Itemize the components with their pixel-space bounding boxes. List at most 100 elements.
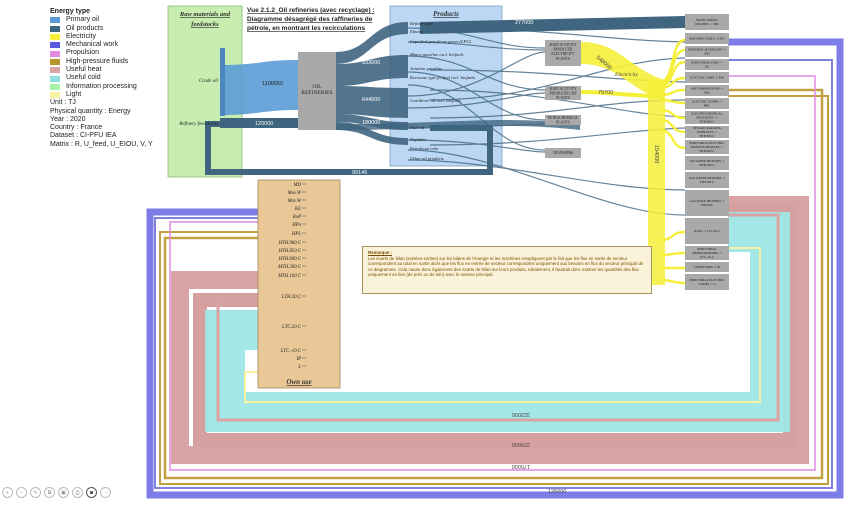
blue-outer-loop [146,38,844,499]
crude-oil-label: Crude oil [199,79,219,84]
end-use-node [685,98,729,109]
legend-swatch [50,83,60,90]
legend-meta-line: Unit : TJ [50,99,76,107]
legend-title: Energy type [50,8,91,15]
magenta-loop [169,75,816,471]
own-use-column: MDMov.WMov.WKERoPHPaHPLHTH.960.CHTH.850.… [277,183,306,370]
end-use-label: LAMPS -> L [698,282,715,286]
end-use-label: REFRIGERATORS -> [692,251,721,255]
end-use-label: GAS WATER HEATERS -> [689,176,725,180]
product-label: Kerosene type jet fuel excl. biofuels [409,75,475,80]
legend-swatch [50,34,60,41]
middle-node-label: MAIN ACTIVITY [549,87,577,91]
refinery-output-a [336,55,408,86]
own-use-label: RoP [292,215,301,220]
legend-meta-line: Physical quantity : Energy [50,107,131,115]
own-use-label: KE [294,207,301,212]
products-label: Products [433,10,459,18]
note-box: Remarque : Les écarts de bilan (entrées-… [362,246,652,294]
flow-value-pink-b: 175000 [512,463,530,469]
legend-label: Useful heat [66,66,102,74]
end-use-label: INDUSTRIAL ELECTRIC [689,278,724,282]
electricity-vertical [648,80,665,285]
zoom-out-icon[interactable]: − [16,487,27,498]
feedstock-label: Refinery feedstocks [178,122,218,127]
end-use-label: ENGINES -> MD [695,22,719,26]
refinery-node [298,52,336,130]
gold-loop-2 [159,95,829,485]
end-use-label: OIL WATER HEATERS -> [690,159,725,163]
legend-label: Useful cold [66,74,101,82]
zoom-in-icon[interactable]: + [2,487,13,498]
product-label: Petroleum coke [409,146,439,151]
camera-icon[interactable]: ◙ [86,487,97,498]
flow-value-a: 333000 [362,60,380,66]
legend-label: Information processing [66,82,137,90]
electricity-word: Electricity [614,72,638,78]
end-use-node [685,218,729,244]
recirculation-loop [205,121,493,175]
legend-label: Mechanical work [66,41,119,49]
end-use-node [685,46,729,57]
petrochemical-node [545,115,581,125]
pencil-icon[interactable]: ✎ [30,487,41,498]
end-use-label: AIR COMPRESSORS -> [691,87,724,91]
end-use-node [685,156,729,170]
end-use-label: LTH.100.C [700,180,714,184]
print-icon[interactable]: ⎙ [72,487,83,498]
flow-value-cyan: 322000 [512,411,530,417]
flow-value-crude: 1100050 [262,81,283,87]
legend-swatch [50,25,60,32]
legend-item: Light [50,91,153,99]
end-use-node [685,111,729,124]
end-use-label: HTH.960.C [699,119,714,123]
legend-item: Propulsion [50,49,153,57]
copy-icon[interactable]: ⧉ [44,487,55,498]
end-use-node [685,190,729,216]
chp-electricity [580,90,661,98]
feedstock-node [220,118,225,128]
legend-label: Oil products [66,24,104,32]
purple-loop [154,59,833,489]
end-use-label: ELECTROCHEMICAL [692,112,723,116]
end-use-label: HVAC -> LTC.20.C [694,229,720,233]
middle-node-label: PRODUCER [553,48,573,52]
own-use-label: LTC.-10.C [280,349,302,354]
refinery-output-top [336,22,408,64]
middle-node-label: PLANTS [556,57,570,61]
flow-value-vertical: 154000 [653,145,659,163]
save-icon[interactable]: ▣ [58,487,69,498]
legend-label: Light [66,90,82,98]
note-title: Remarque : [368,250,393,255]
legend-meta-line: Matrix : R, U_feed, U_EIOU, V, Y [50,140,153,148]
flow-value-feedstock: 120000 [255,121,273,127]
raw-materials-label-1: Raw materials and [179,11,231,18]
end-use-label: ELECTRIC CARS -> RoP [690,76,725,80]
legend-label: High-pressure fluids [66,57,129,65]
legend-swatch [50,58,60,65]
legend-item: Oil products [50,25,153,33]
legend-swatch [50,42,60,49]
end-use-label: PROCESSES -> [696,116,717,120]
title-line-2: Diagramme désagrégé des raffineries de [247,16,373,23]
end-use-label: HTH.600.C [699,149,714,153]
flow-value-chp: 79700 [598,90,613,96]
end-use-node [685,14,729,30]
pink-loop-c [216,213,780,422]
legend-label: Primary oil [66,16,100,24]
legend-item: High-pressure fluids [50,58,153,66]
feedstock-flow [222,118,298,128]
more-icon[interactable]: ⋯ [100,487,111,498]
end-use-node [685,172,729,188]
end-use-node [685,262,729,272]
legend-label: Electricity [66,32,96,40]
end-use-node [685,72,729,83]
product-label: Refinery gas [409,21,433,26]
end-use-label: STATIC DIESEL [696,18,718,22]
product-label: Liquefied petroleum gases (LPG) [409,39,472,44]
own-use-group [257,179,341,389]
cyan-loop [205,212,790,432]
